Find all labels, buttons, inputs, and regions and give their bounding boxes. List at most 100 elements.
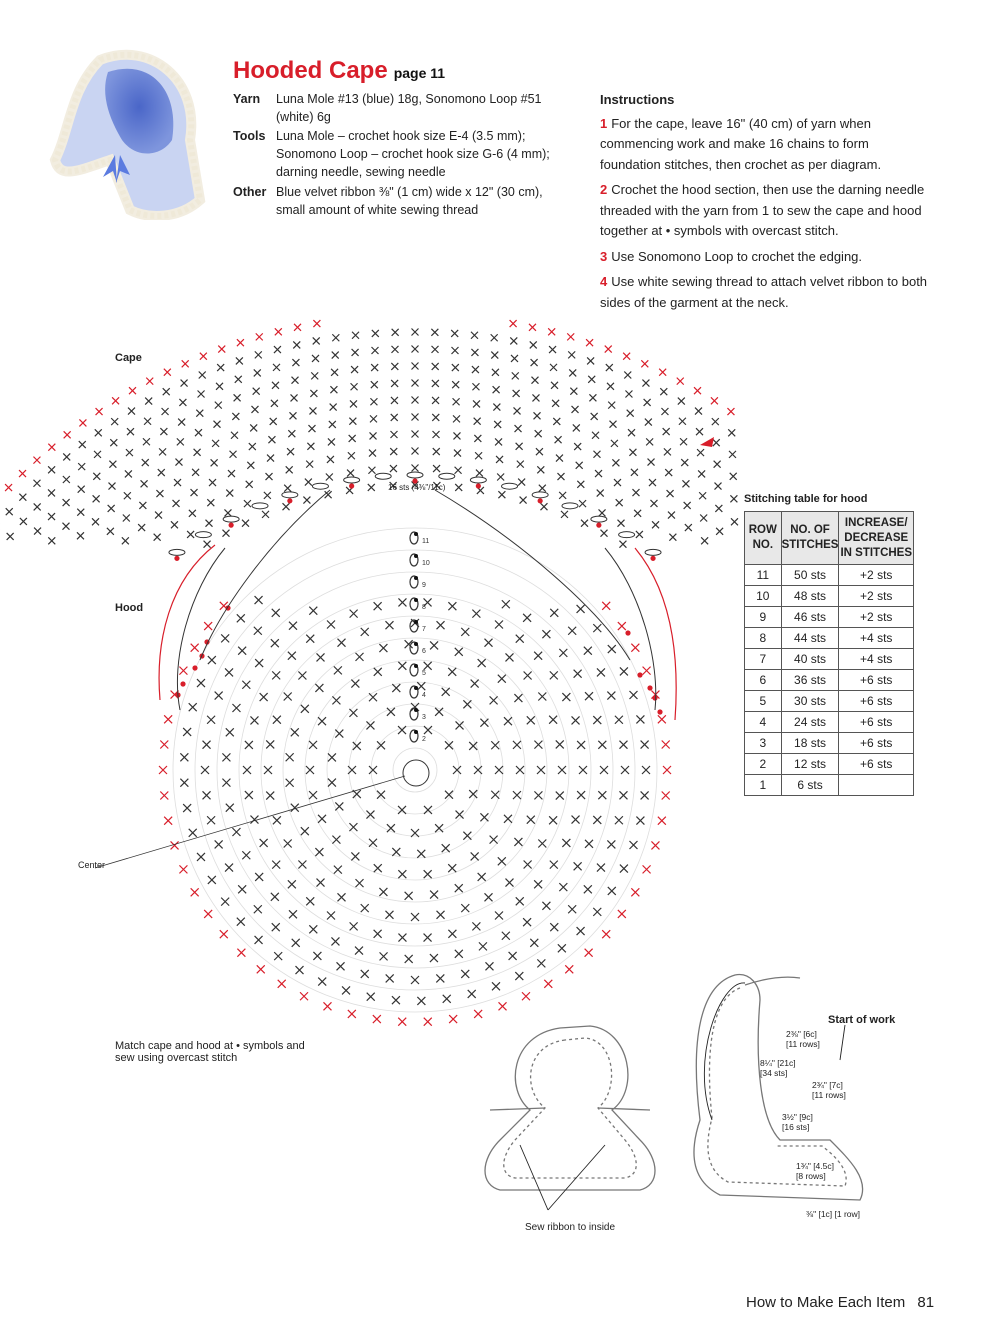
schematic-drawing: [484, 973, 864, 1211]
hood-stitch: [327, 753, 337, 762]
hood-stitch: [241, 850, 251, 860]
cape-stitch: [159, 427, 168, 436]
hood-stitch: [308, 606, 318, 616]
cape-stitch: [576, 480, 585, 489]
hood-ring: [304, 659, 526, 881]
hood-stitch: [536, 765, 546, 775]
cape-stitch: [225, 489, 234, 497]
edging-stitch: [159, 740, 169, 749]
cape-stitch: [596, 489, 605, 497]
cape-stitch: [92, 472, 101, 481]
cape-stitch: [632, 488, 640, 497]
hood-stitch: [513, 837, 523, 847]
hood-stitch: [489, 695, 499, 705]
cape-stitch: [651, 520, 660, 529]
hood-stitch: [207, 875, 217, 885]
edging-stitch: [63, 430, 72, 439]
hood-stitch: [597, 740, 607, 750]
hood-stitch: [522, 917, 532, 927]
hood-stitch: [471, 609, 481, 619]
row-start-dot: [414, 730, 418, 734]
cape-stitch: [254, 350, 263, 359]
cape-stitch: [349, 400, 358, 408]
cape-stitch: [18, 493, 27, 502]
hood-stitch: [558, 648, 568, 658]
hood-stitch: [182, 803, 192, 813]
cape-stitch: [261, 510, 270, 519]
cape-stitch: [33, 527, 42, 536]
edging-stitch: [163, 816, 173, 826]
table-cell: 1: [744, 774, 782, 796]
cape-stitch: [623, 371, 632, 379]
hood-stitch: [182, 727, 192, 737]
hood-stitch: [549, 860, 559, 870]
hood-stitch: [220, 633, 230, 643]
cape-stitch: [510, 354, 519, 363]
hood-stitch: [423, 869, 433, 879]
cape-stitch: [222, 529, 230, 538]
row-number: 6: [422, 648, 426, 655]
edging-stitch: [657, 714, 667, 724]
hood-stitch: [202, 790, 211, 800]
hood-stitch: [513, 693, 523, 703]
row-number: 7: [422, 626, 426, 633]
cape-stitch: [712, 438, 721, 447]
cape-stitch: [625, 390, 633, 398]
cape-stitch: [411, 345, 419, 353]
cape-stitch: [610, 439, 619, 448]
cape-stitch: [91, 517, 100, 526]
hood-stitch: [326, 620, 336, 629]
hood-stitch: [368, 765, 378, 775]
hood-stitch: [333, 665, 343, 675]
edging-stitch: [111, 396, 120, 405]
hood-stitch: [522, 613, 532, 623]
cape-stitch: [193, 448, 202, 457]
table-cell: [838, 774, 914, 796]
cape-stitch: [628, 448, 637, 457]
cape-stitch: [519, 496, 528, 505]
cape-stitch: [633, 509, 642, 518]
cape-stitch: [162, 387, 171, 396]
edging-stitch: [323, 1001, 332, 1011]
cape-stitch: [248, 442, 257, 451]
cape-stitch: [411, 413, 419, 421]
edging-stitch: [604, 345, 613, 353]
table-cell: 18 sts: [780, 732, 840, 754]
cape-stitch: [451, 346, 459, 355]
hood-stitch: [592, 715, 602, 725]
cape-stitch: [47, 536, 56, 545]
edging-stitch: [658, 368, 667, 377]
hood-ring: [282, 637, 548, 903]
cape-stitch: [369, 432, 377, 440]
match-dot: [180, 681, 186, 687]
hood-stitch: [497, 856, 507, 866]
hood-stitch: [526, 815, 536, 825]
edging-stitch: [640, 359, 649, 368]
hood-stitch: [202, 740, 211, 750]
hood-stitch: [224, 863, 234, 873]
hood-stitch: [423, 661, 433, 671]
cape-stitch: [351, 348, 359, 357]
cape-stitch: [642, 379, 650, 387]
hood-stitch: [515, 896, 525, 906]
cape-stitch: [5, 507, 14, 516]
edging-stitch: [657, 816, 667, 826]
hood-stitch: [305, 634, 315, 644]
hood-stitch: [471, 921, 481, 931]
hood-stitch: [494, 765, 504, 775]
cape-stitch: [663, 447, 672, 456]
hood-stitch: [244, 790, 254, 800]
cape-stitch: [205, 519, 213, 528]
cape-stitch: [694, 407, 703, 415]
cape-stitch: [127, 407, 136, 415]
chain-marker: [409, 707, 419, 721]
hood-stitch: [273, 951, 283, 961]
row-start-dot: [414, 554, 418, 558]
cape-stitch: [432, 430, 440, 439]
cape-stitch: [170, 520, 179, 529]
cape-stitch: [511, 371, 520, 380]
hood-stitch: [373, 863, 383, 873]
cape-stitch: [273, 345, 282, 354]
dimension-label: 2¾" [7c][11 rows]: [812, 1080, 846, 1100]
